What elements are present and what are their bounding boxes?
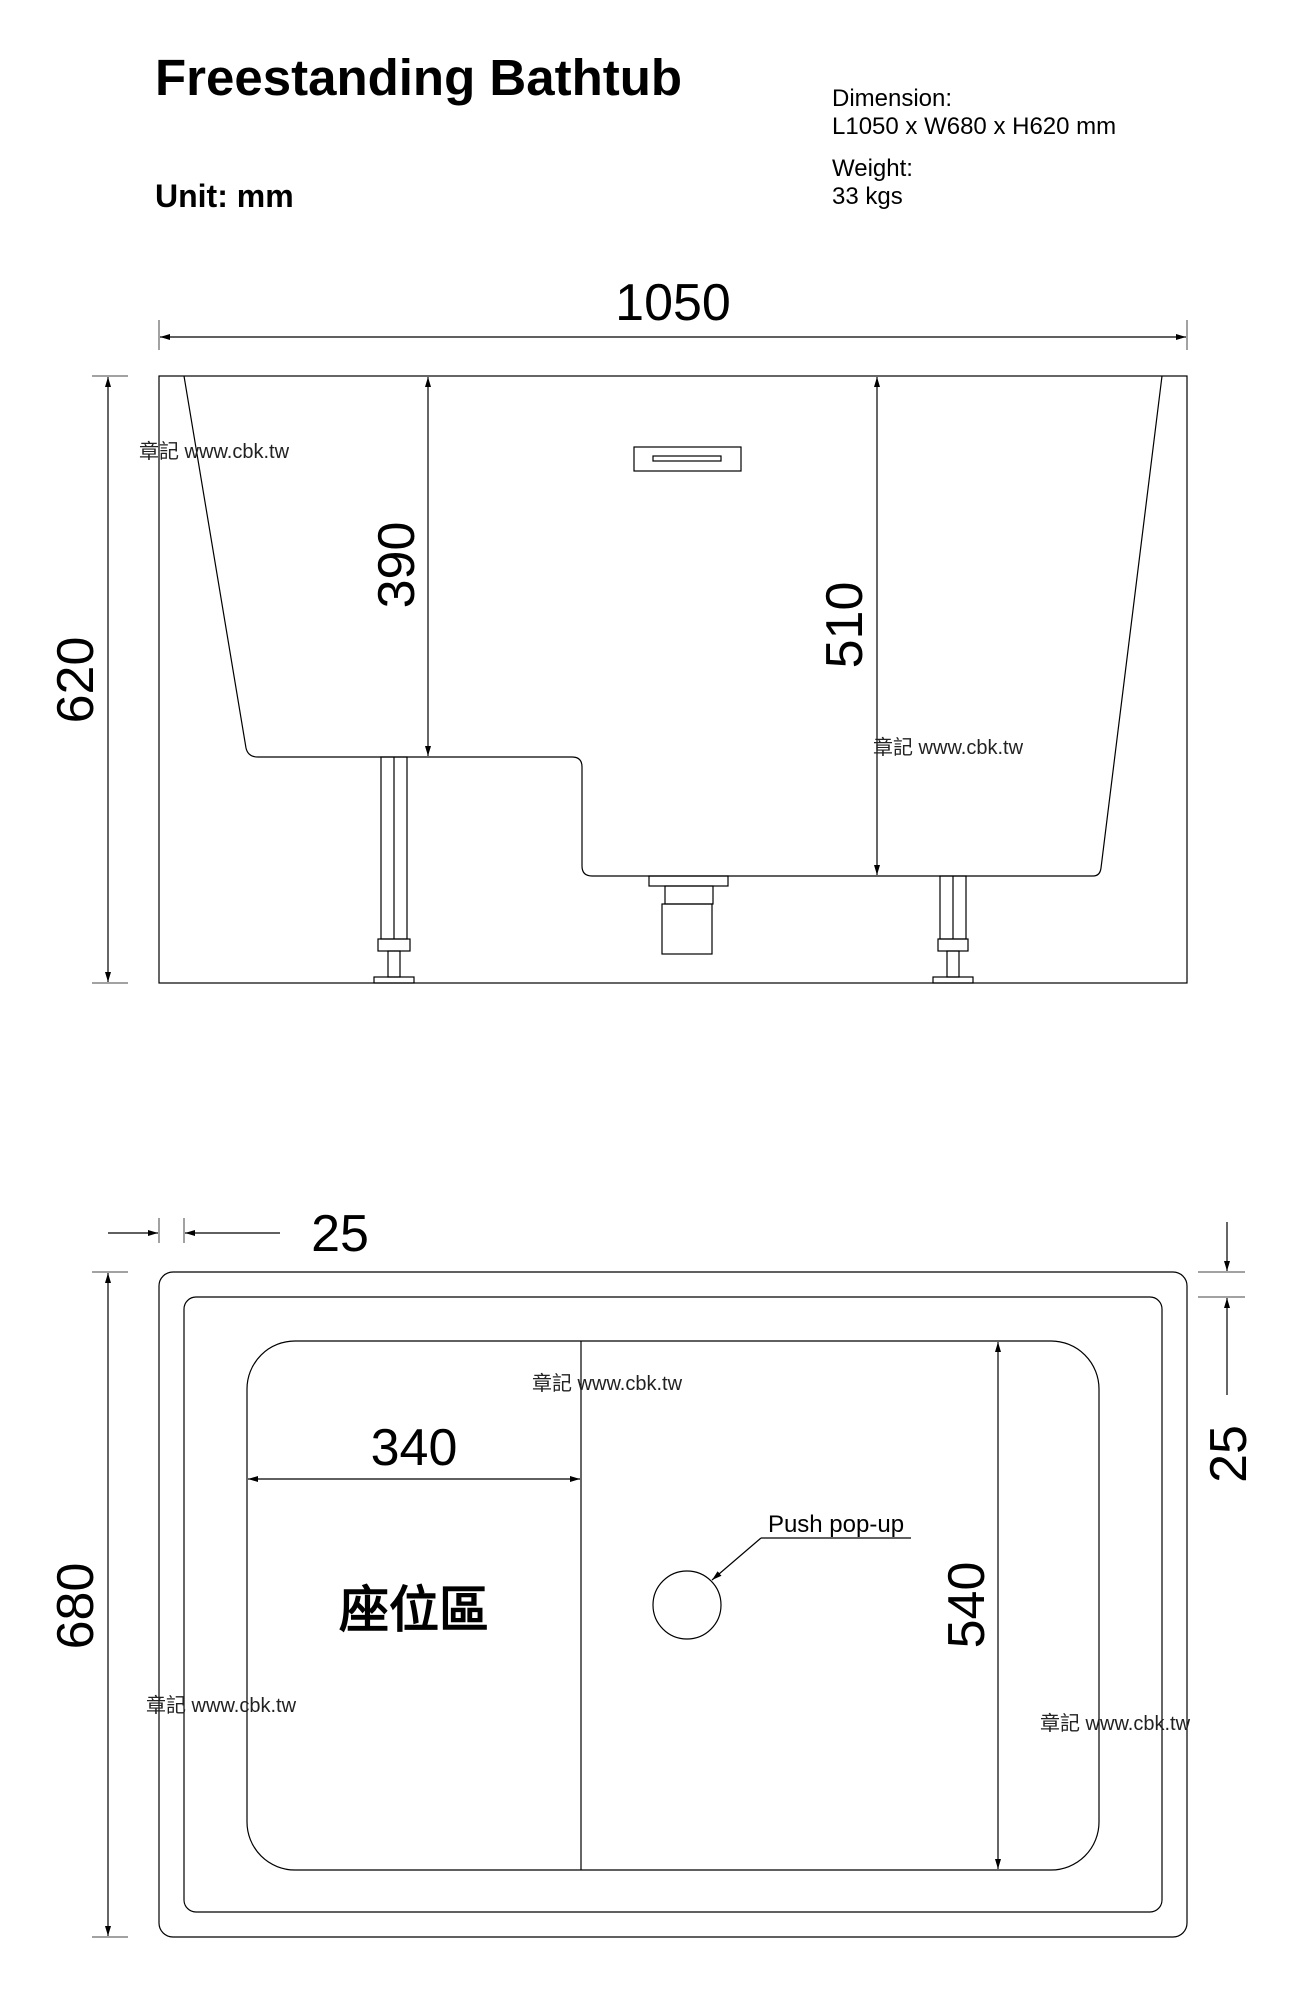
watermark: 章記 www.cbk.tw — [532, 1372, 683, 1395]
top-view: 25 25 680 340 — [47, 1205, 1258, 1938]
drain-assembly — [648, 875, 729, 955]
weight-value: 33 kgs — [832, 183, 903, 210]
basin-width-text: 540 — [938, 1562, 996, 1649]
outer-rim — [158, 1271, 1188, 1938]
unit-label: Unit: mm — [155, 178, 294, 214]
dimension-label: Dimension: — [832, 85, 953, 112]
side-view: 1050 620 390 510 — [47, 274, 1188, 984]
inner-rim — [183, 1296, 1163, 1913]
drain-leader — [711, 1537, 911, 1581]
length-dimension: 1050 — [158, 274, 1188, 350]
dimension-value: L1050 x W680 x H620 mm — [832, 113, 1117, 140]
weight-label: Weight: — [832, 155, 913, 182]
rim-right-text: 25 — [1200, 1425, 1258, 1483]
drain-circle — [652, 1570, 722, 1640]
height-dimension-text: 620 — [47, 637, 105, 724]
page-title: Freestanding Bathtub — [155, 49, 683, 106]
watermark: 章記 www.cbk.tw — [146, 1694, 297, 1717]
seat-depth-text: 390 — [368, 522, 426, 609]
rim-right-dimension: 25 — [1198, 1222, 1258, 1483]
side-view-outline — [158, 375, 1188, 984]
tub-profile — [183, 375, 1163, 877]
width-dimension: 680 — [47, 1271, 128, 1938]
seat-length-dimension: 340 — [248, 1419, 580, 1482]
overflow-slot — [633, 446, 742, 472]
seat-area-label: 座位區 — [339, 1582, 489, 1638]
seat-length-text: 340 — [371, 1419, 458, 1477]
right-leg — [932, 875, 974, 984]
watermark: 章記 www.cbk.tw — [139, 440, 290, 463]
rim-left-text: 25 — [311, 1205, 369, 1263]
basin-depth-dimension: 510 — [816, 377, 880, 875]
basin-depth-text: 510 — [816, 582, 874, 669]
watermark: 章記 www.cbk.tw — [873, 736, 1024, 759]
basin-width-dimension: 540 — [938, 1342, 1001, 1869]
length-dimension-text: 1050 — [615, 274, 731, 332]
height-dimension: 620 — [47, 375, 128, 984]
drain-label: Push pop-up — [768, 1511, 904, 1538]
left-leg — [373, 756, 415, 984]
watermark: 章記 www.cbk.tw — [1040, 1712, 1191, 1735]
width-dimension-text: 680 — [47, 1563, 105, 1650]
seat-depth-dimension: 390 — [368, 377, 431, 756]
rim-left-dimension: 25 — [108, 1205, 369, 1263]
basin-outline — [246, 1340, 1100, 1871]
